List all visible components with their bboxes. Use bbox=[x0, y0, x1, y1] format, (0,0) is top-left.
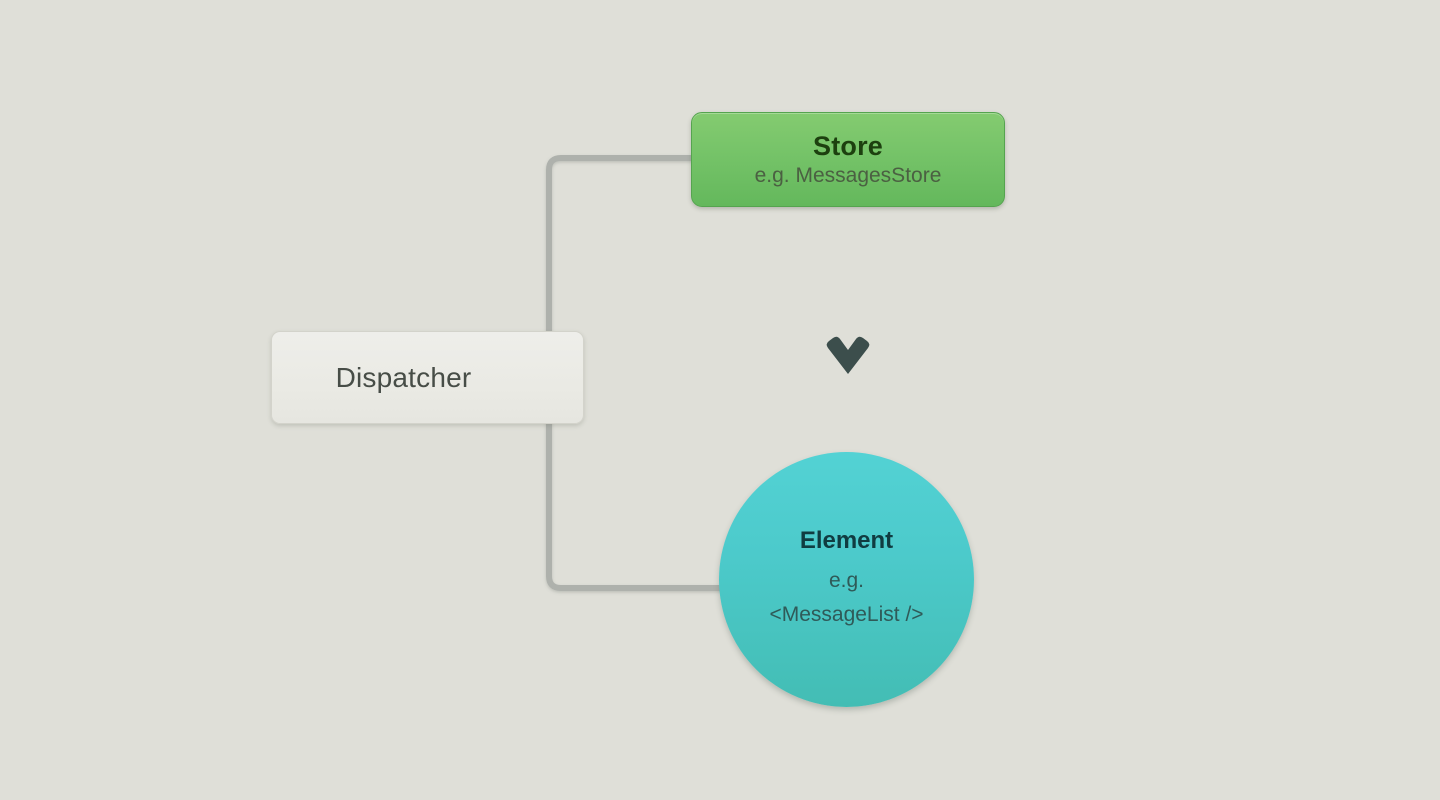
edge-store-to-element bbox=[826, 206, 870, 460]
node-element-subtitle-line1: e.g. bbox=[828, 569, 865, 593]
arrowhead-down-icon bbox=[826, 336, 870, 374]
node-element-subtitle: e.g. <MessageList /> bbox=[769, 564, 923, 631]
node-element-subtitle-line2: <MessageList /> bbox=[769, 602, 924, 626]
node-store-subtitle: e.g. MessagesStore bbox=[754, 164, 942, 188]
node-dispatcher[interactable]: Dispatcher bbox=[271, 331, 584, 424]
node-element-title: Element bbox=[799, 526, 894, 554]
node-store-title: Store bbox=[812, 130, 884, 161]
node-element[interactable]: Element e.g. <MessageList /> bbox=[719, 452, 974, 707]
node-store[interactable]: Store e.g. MessagesStore bbox=[691, 112, 1005, 207]
node-dispatcher-title: Dispatcher bbox=[335, 361, 472, 393]
